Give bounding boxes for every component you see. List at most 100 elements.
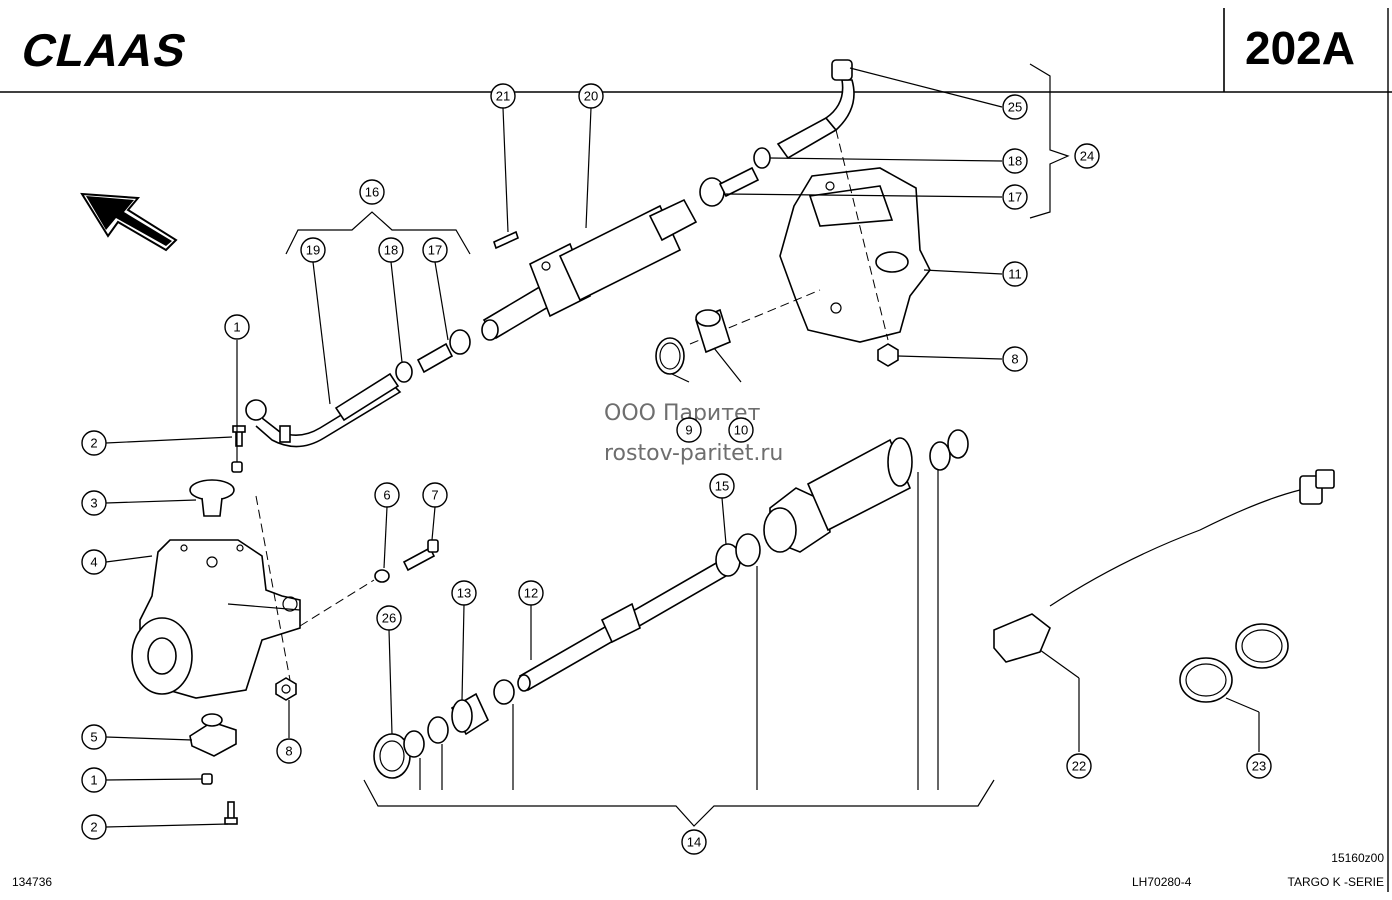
- callout-1a: 1: [224, 314, 250, 340]
- callout-12: 12: [518, 580, 544, 606]
- axis-6-7: [299, 579, 375, 627]
- svg-text:23: 23: [1252, 759, 1266, 774]
- svg-text:11: 11: [1008, 267, 1022, 282]
- svg-text:6: 6: [383, 488, 390, 503]
- bracket-24: [1029, 63, 1070, 219]
- grease-nipple-1a: [231, 461, 243, 473]
- footer-doc-number: LH70280-4: [1132, 875, 1192, 889]
- oring-14e: [929, 441, 951, 471]
- svg-text:3: 3: [90, 496, 97, 511]
- callout-5: 5: [81, 724, 107, 750]
- svg-text:17: 17: [1008, 190, 1022, 205]
- footer: 134736 LH70280-4 15160z00 TARGO K -SERIE: [12, 851, 1384, 889]
- callout-18a: 18: [378, 237, 404, 263]
- callout-14: 14: [681, 829, 707, 855]
- svg-text:8: 8: [1011, 352, 1018, 367]
- svg-text:18: 18: [384, 243, 398, 258]
- grease-nipple-1b: [201, 773, 213, 785]
- callout-7: 7: [422, 482, 448, 508]
- svg-text:22: 22: [1072, 759, 1086, 774]
- svg-text:19: 19: [306, 243, 320, 258]
- nut-8b: [877, 343, 899, 367]
- svg-text:CLAAS: CLAAS: [17, 25, 193, 76]
- footer-drawing-code: 15160z00: [1331, 851, 1384, 865]
- svg-text:12: 12: [524, 586, 538, 601]
- svg-text:5: 5: [90, 730, 97, 745]
- svg-text:9: 9: [685, 423, 692, 438]
- hose-clamp-23: [1179, 623, 1289, 703]
- svg-text:15: 15: [715, 479, 729, 494]
- footer-left-code: 134736: [12, 875, 52, 889]
- callout-13: 13: [451, 580, 477, 606]
- bushing-10: [695, 308, 731, 354]
- screw-2a: [232, 425, 246, 447]
- axis-upper-right: [835, 129, 889, 341]
- callout-17b: 17: [1002, 184, 1028, 210]
- callout-9: 9: [676, 417, 702, 443]
- callout-10: 10: [728, 417, 754, 443]
- svg-text:7: 7: [431, 488, 438, 503]
- svg-text:13: 13: [457, 586, 471, 601]
- callout-23: 23: [1246, 753, 1272, 779]
- oring-14d: [735, 533, 761, 567]
- svg-text:1: 1: [233, 320, 240, 335]
- nut-18a: [395, 361, 413, 383]
- callout-19: 19: [300, 237, 326, 263]
- callout-11: 11: [1002, 261, 1028, 287]
- svg-text:8: 8: [285, 744, 292, 759]
- kingpin-top: [189, 479, 235, 517]
- svg-text:2: 2: [90, 436, 97, 451]
- svg-text:4: 4: [90, 555, 97, 570]
- fitting-17b: [699, 166, 760, 207]
- cylinder-tube: [763, 437, 913, 553]
- callout-2a: 2: [81, 430, 107, 456]
- axis-left: [255, 495, 291, 681]
- seal-14a: [403, 730, 425, 758]
- svg-text:16: 16: [365, 185, 379, 200]
- oring-14c: [493, 679, 515, 705]
- callout-2b: 2: [81, 814, 107, 840]
- callout-25: 25: [1002, 94, 1028, 120]
- callout-22: 22: [1066, 753, 1092, 779]
- callout-3: 3: [81, 490, 107, 516]
- oring-14f: [947, 429, 969, 459]
- screw-2b: [224, 801, 238, 825]
- svg-text:1: 1: [90, 773, 97, 788]
- screw-7: [402, 539, 439, 572]
- pin-21: [493, 230, 519, 250]
- direction-arrow-icon: [80, 192, 178, 252]
- callout-21: 21: [490, 83, 516, 109]
- nut-8a: [275, 677, 297, 701]
- watermark: ООО Паритет rostov-paritet.ru: [604, 401, 783, 466]
- svg-text:14: 14: [687, 835, 701, 850]
- callouts: 1 2 3 4 5 1 2 8 6 7 26 13 12 15 9 10 14 …: [81, 83, 1272, 855]
- callout-6: 6: [374, 482, 400, 508]
- svg-text:2: 2: [90, 820, 97, 835]
- axis-9-10: [689, 289, 821, 345]
- bracket-14: [363, 779, 995, 827]
- claas-logo: CLAAS: [17, 25, 193, 76]
- svg-text:18: 18: [1008, 154, 1022, 169]
- svg-text:24: 24: [1080, 149, 1094, 164]
- washer-6: [374, 569, 390, 583]
- gland-13: [450, 692, 490, 736]
- callout-16: 16: [359, 179, 385, 205]
- svg-text:17: 17: [428, 243, 442, 258]
- callout-18b: 18: [1002, 148, 1028, 174]
- callout-26: 26: [376, 605, 402, 631]
- callout-24: 24: [1074, 143, 1100, 169]
- svg-text:26: 26: [382, 611, 396, 626]
- callout-17a: 17: [422, 237, 448, 263]
- bracket-16: [285, 211, 471, 255]
- steering-arm-11: [779, 167, 931, 343]
- kingpin-bottom: [189, 713, 237, 757]
- header: CLAAS 202A: [0, 8, 1392, 892]
- callout-15: 15: [709, 473, 735, 499]
- svg-text:10: 10: [734, 423, 748, 438]
- hydraulic-line-19: [245, 372, 402, 448]
- footer-series: TARGO K -SERIE: [1288, 875, 1384, 889]
- svg-text:20: 20: [584, 89, 598, 104]
- nut-18b: [753, 147, 771, 169]
- svg-text:21: 21: [496, 89, 510, 104]
